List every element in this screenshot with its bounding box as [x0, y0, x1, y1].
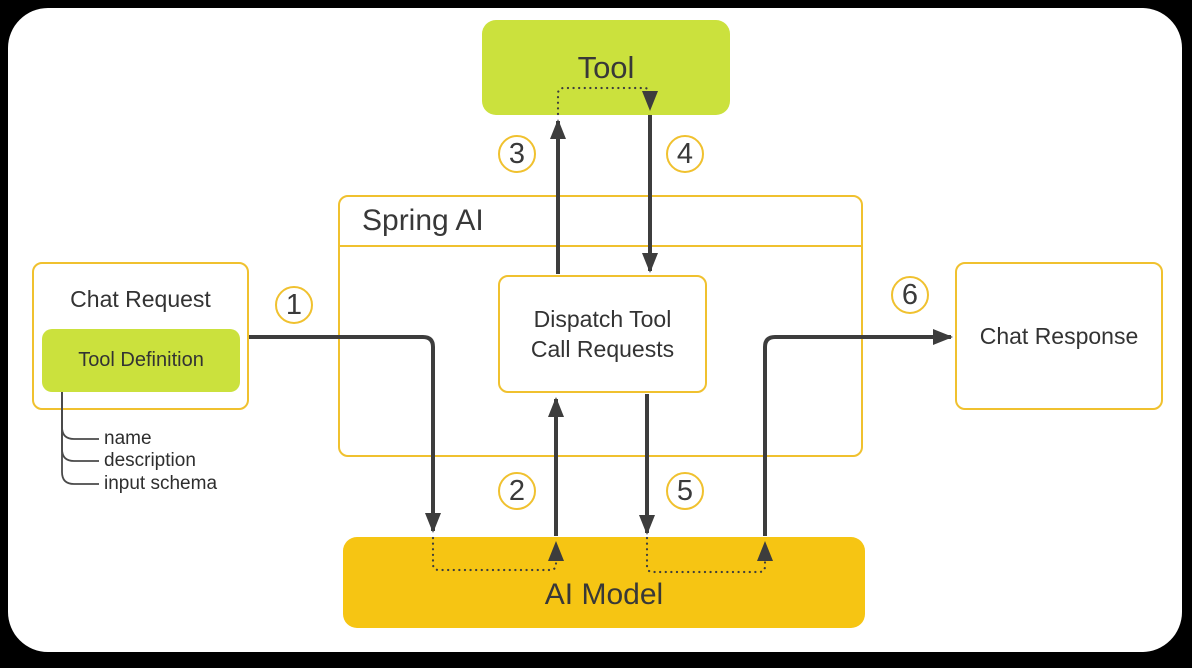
- node-chat-response: Chat Response: [955, 262, 1163, 410]
- step-badge-6: 6: [891, 276, 929, 314]
- node-chat-response-label: Chat Response: [979, 322, 1139, 349]
- node-chat-request-label: Chat Request: [70, 286, 211, 312]
- step-badge-2-number: 2: [508, 474, 526, 507]
- step-badge-5-number: 5: [676, 474, 694, 507]
- node-tool: Tool: [482, 20, 730, 115]
- step-badge-1: 1: [275, 286, 313, 324]
- container-spring-ai-header: Spring AI: [340, 197, 861, 247]
- field-label-description: description: [104, 450, 196, 471]
- node-ai-model: AI Model: [343, 537, 865, 628]
- step-badge-6-number: 6: [901, 278, 919, 311]
- node-tool-definition: Tool Definition: [42, 329, 240, 392]
- container-spring-ai: Spring AI: [338, 195, 863, 457]
- node-tool-definition-label: Tool Definition: [78, 349, 204, 371]
- step-badge-4: 4: [666, 135, 704, 173]
- step-badge-2: 2: [498, 472, 536, 510]
- step-badge-4-number: 4: [676, 137, 694, 170]
- step-badge-1-number: 1: [285, 288, 303, 321]
- container-spring-ai-label: Spring AI: [362, 204, 484, 237]
- node-dispatch-label: Dispatch Tool Call Requests: [530, 306, 675, 362]
- step-badge-3: 3: [498, 135, 536, 173]
- step-badge-3-number: 3: [508, 137, 526, 170]
- field-label-name: name: [104, 428, 152, 449]
- node-ai-model-label: AI Model: [544, 578, 664, 611]
- node-dispatch-tool-call-requests: Dispatch Tool Call Requests: [498, 275, 707, 393]
- node-tool-label: Tool: [577, 49, 635, 85]
- step-badge-5: 5: [666, 472, 704, 510]
- field-label-input-schema: input schema: [104, 473, 218, 494]
